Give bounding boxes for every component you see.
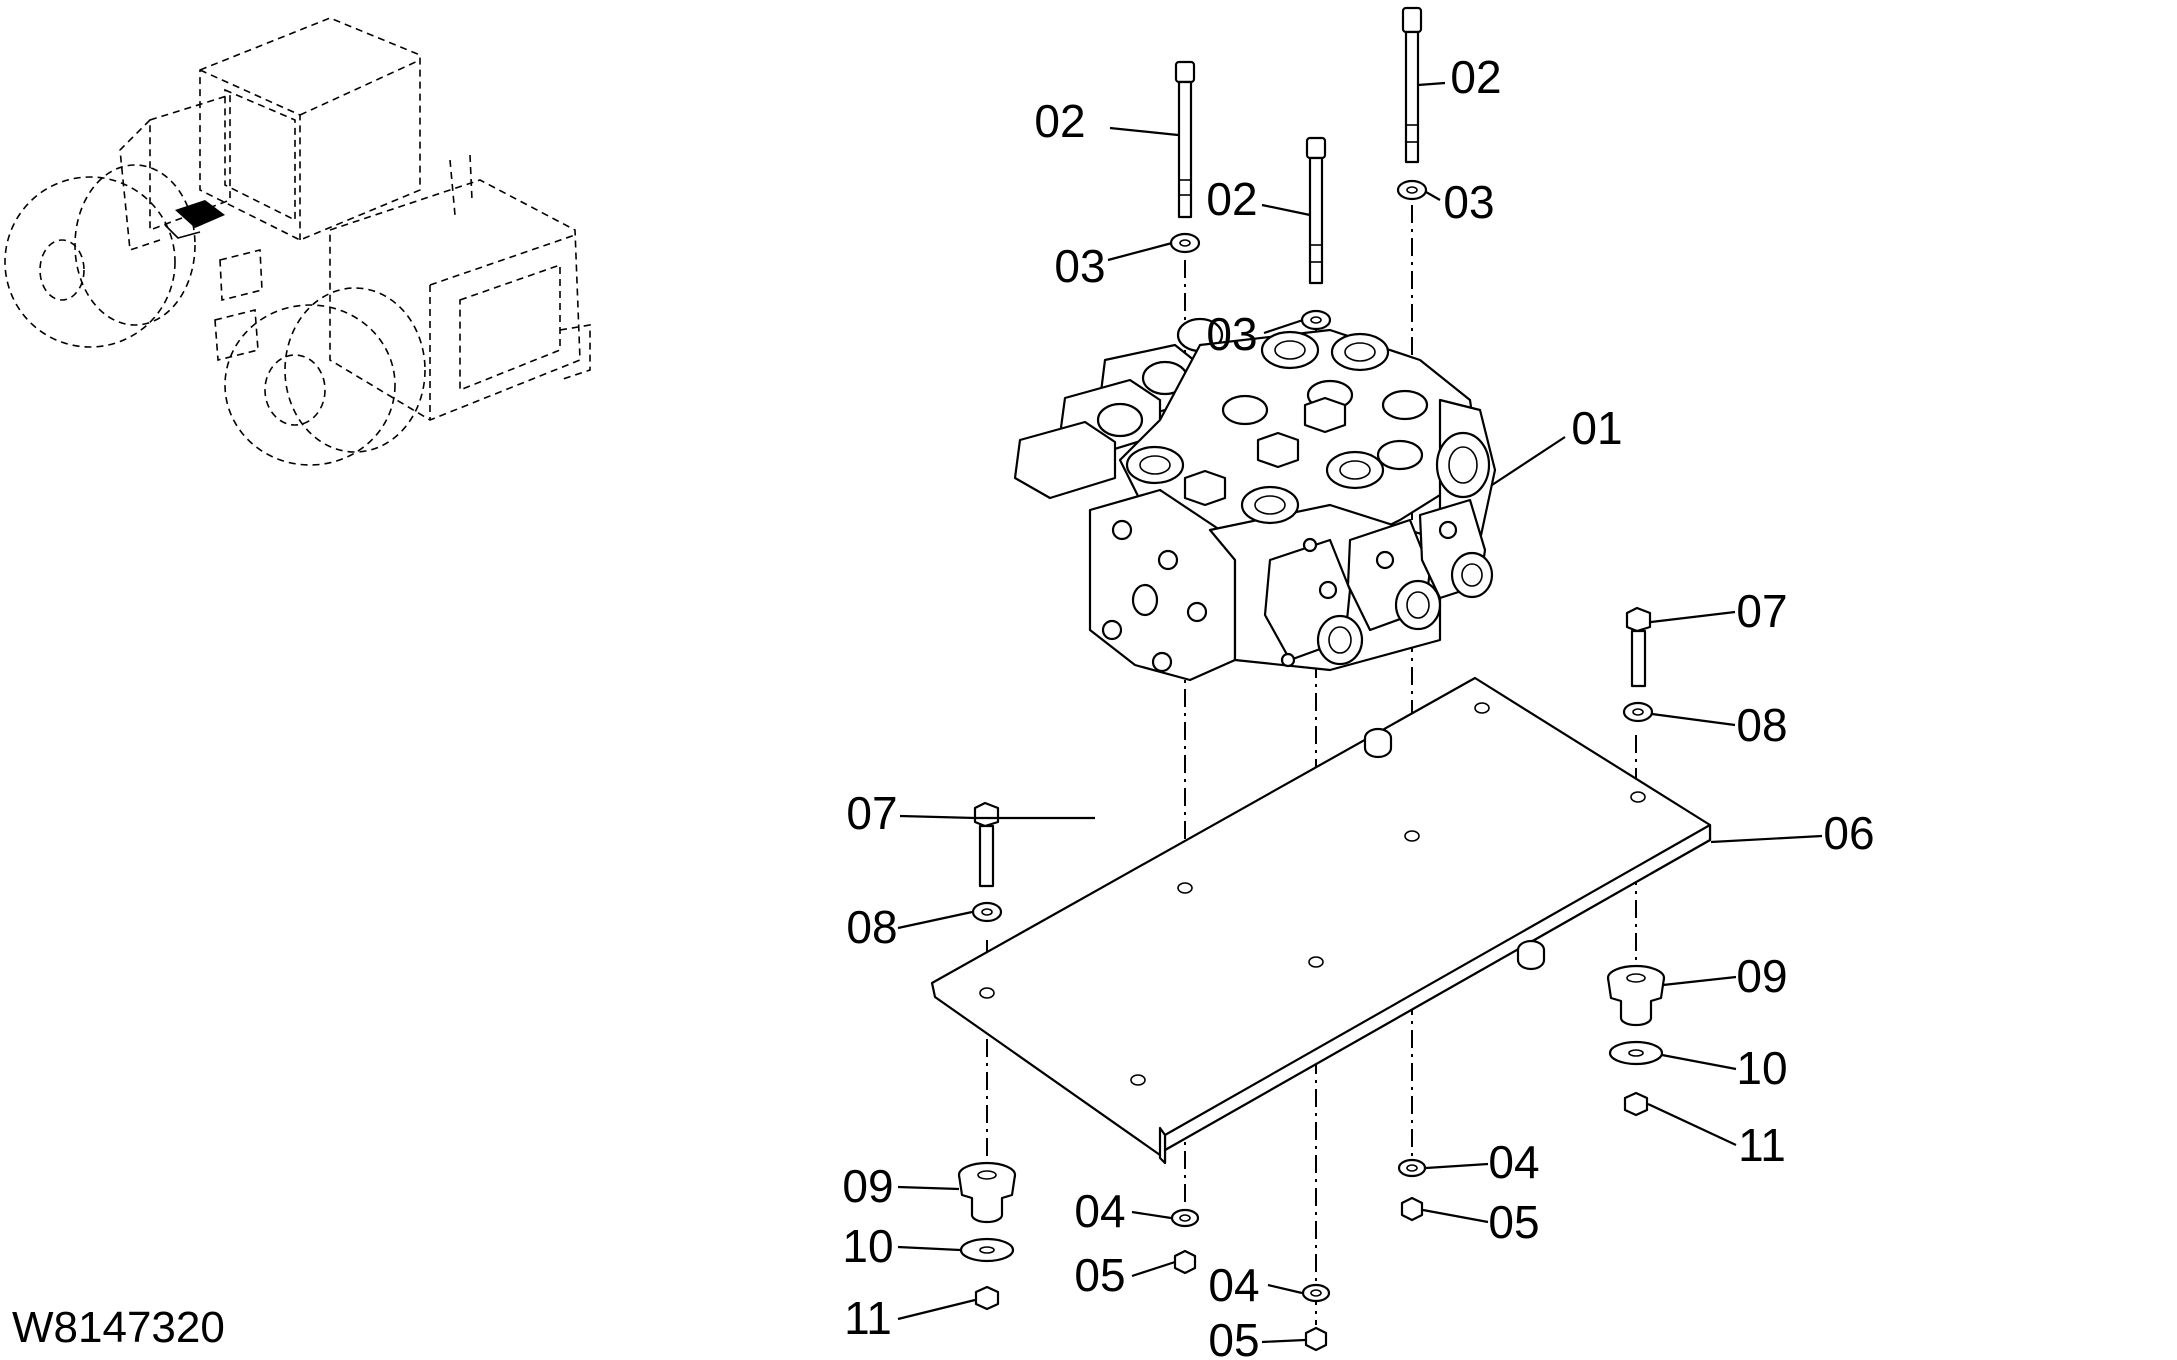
label-09-right: 09	[1736, 950, 1787, 1002]
long-bolt-1	[1174, 60, 1196, 219]
label-11-right: 11	[1738, 1119, 1786, 1171]
rubber-mount-left	[957, 1161, 1017, 1224]
label-03-a: 03	[1054, 240, 1105, 292]
drawing-number: W8147320	[12, 1303, 225, 1352]
short-bolt-right	[1625, 606, 1652, 688]
rubber-mount-right	[1606, 964, 1666, 1027]
vehicle-locator-illustration	[4, 17, 591, 466]
label-01: 01	[1571, 402, 1622, 454]
nuts-05	[1173, 1196, 1424, 1352]
nuts-11	[974, 1091, 1649, 1311]
control-valve	[1013, 317, 1497, 682]
label-11-left: 11	[844, 1292, 892, 1344]
label-04-mid: 04	[1074, 1185, 1125, 1237]
callout-labels: 02 02 02 03 03 03 01 07 08 06 09 10 11 0…	[842, 51, 1874, 1360]
leader-lines	[897, 81, 1823, 1344]
label-06: 06	[1823, 807, 1874, 859]
label-10-right: 10	[1736, 1042, 1787, 1094]
label-02-a: 02	[1034, 95, 1085, 147]
label-02-c: 02	[1206, 173, 1257, 225]
washers-03	[1169, 179, 1428, 331]
washers-04	[1170, 1158, 1427, 1303]
label-04-bottom: 04	[1208, 1259, 1259, 1311]
label-07-left: 07	[846, 787, 897, 839]
label-05-bottom: 05	[1208, 1314, 1259, 1360]
label-03-c: 03	[1206, 308, 1257, 360]
label-09-left: 09	[842, 1160, 893, 1212]
flat-washers-10	[959, 1040, 1664, 1263]
label-05-right: 05	[1488, 1196, 1539, 1248]
washers-08	[971, 701, 1654, 923]
mounting-plate	[930, 676, 1712, 1165]
long-bolt-2	[1305, 136, 1327, 285]
label-03-b: 03	[1443, 176, 1494, 228]
label-07-right: 07	[1736, 585, 1787, 637]
label-05-mid: 05	[1074, 1249, 1125, 1301]
long-bolt-3	[1401, 6, 1423, 164]
label-02-b: 02	[1450, 51, 1501, 103]
label-08-left: 08	[846, 901, 897, 953]
label-04-right: 04	[1488, 1136, 1539, 1188]
label-10-left: 10	[842, 1220, 893, 1272]
label-08-right: 08	[1736, 699, 1787, 751]
short-bolt-left	[973, 801, 1000, 888]
